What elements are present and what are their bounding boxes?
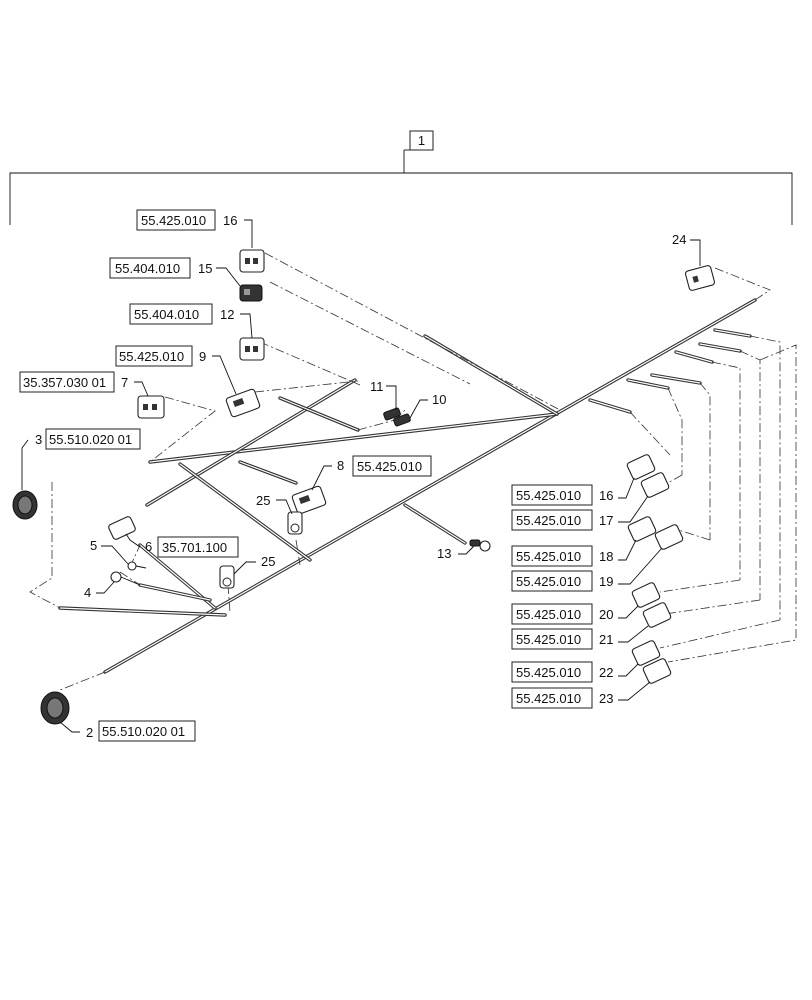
connector-10 — [393, 413, 411, 427]
assembly-item-number: 1 — [418, 133, 425, 148]
connector-8 — [291, 485, 327, 515]
round-connector-3 — [12, 490, 38, 520]
callout-3-ref: 55.510.020 01 — [49, 432, 132, 447]
connector-9 — [225, 388, 261, 418]
callout-20-ref: 55.425.010 — [516, 607, 581, 622]
callout-14-item: 15 — [198, 261, 212, 276]
connector-22 — [631, 640, 661, 666]
callouts: 55.425.010 16 55.404.010 15 55.404.010 1… — [19, 209, 701, 742]
callout-18-item: 18 — [599, 549, 613, 564]
connector-12 — [239, 337, 265, 361]
connector-7 — [137, 395, 165, 419]
callout-8-item: 8 — [337, 458, 344, 473]
callout-22-item: 22 — [599, 665, 613, 680]
callout-10-item: 10 — [432, 392, 446, 407]
connector-15 — [239, 249, 265, 273]
routing-lines — [29, 252, 797, 691]
ring-terminal-13 — [469, 539, 491, 552]
connector-23 — [642, 658, 672, 684]
callout-9-ref: 55.425.010 — [119, 349, 184, 364]
callout-6-ref: 35.701.100 — [162, 540, 227, 555]
callout-5-item: 5 — [90, 538, 97, 553]
connector-11 — [383, 407, 401, 421]
callout-25a-item: 25 — [256, 493, 270, 508]
components — [12, 249, 716, 725]
callout-25b-item: 25 — [261, 554, 275, 569]
callout-14-ref: 55.404.010 — [115, 261, 180, 276]
ring-terminal-4 — [110, 571, 141, 586]
connector-19 — [654, 524, 684, 550]
callout-7-item: 7 — [121, 375, 128, 390]
callout-12-ref: 55.404.010 — [134, 307, 199, 322]
callout-20-item: 20 — [599, 607, 613, 622]
assembly-bracket: 1 — [9, 130, 793, 225]
clip-25-lower — [219, 565, 235, 589]
callout-21-ref: 55.425.010 — [516, 632, 581, 647]
callout-21-item: 21 — [599, 632, 613, 647]
ring-terminal-5 — [127, 561, 147, 571]
callout-23-ref: 55.425.010 — [516, 691, 581, 706]
connector-21 — [642, 602, 672, 628]
callout-17-item: 17 — [599, 513, 613, 528]
callout-7-ref: 35.357.030 01 — [23, 375, 106, 390]
callout-13-item: 13 — [437, 546, 451, 561]
callout-24-item: 24 — [672, 232, 686, 247]
callout-15-ref: 55.425.010 — [141, 213, 206, 228]
callout-19-ref: 55.425.010 — [516, 574, 581, 589]
connector-24 — [684, 265, 716, 291]
callout-3-item: 3 — [35, 432, 42, 447]
callout-8-ref: 55.425.010 — [357, 459, 422, 474]
callout-19-item: 19 — [599, 574, 613, 589]
callout-15-item: 16 — [223, 213, 237, 228]
callout-2-item: 2 — [86, 725, 93, 740]
callout-17-ref: 55.425.010 — [516, 513, 581, 528]
connector-18 — [627, 516, 657, 542]
callout-11-item: 11 — [370, 379, 384, 394]
callout-12-item: 12 — [220, 307, 234, 322]
callout-18-ref: 55.425.010 — [516, 549, 581, 564]
callout-22-ref: 55.425.010 — [516, 665, 581, 680]
callout-4-item: 4 — [84, 585, 91, 600]
round-connector-2 — [40, 691, 70, 725]
callout-16-item: 16 — [599, 488, 613, 503]
connector-16 — [626, 454, 656, 480]
connector-17 — [640, 472, 670, 498]
callout-9-item: 9 — [199, 349, 206, 364]
callout-23-item: 23 — [599, 691, 613, 706]
callout-6-item: 6 — [145, 539, 152, 554]
connector-20 — [631, 582, 661, 608]
callout-2-ref: 55.510.020 01 — [102, 724, 185, 739]
callout-16-ref: 55.425.010 — [516, 488, 581, 503]
connector-6 — [108, 516, 136, 540]
connector-14 — [239, 284, 263, 302]
harness-wires — [58, 298, 757, 674]
clip-25-upper — [287, 511, 303, 535]
